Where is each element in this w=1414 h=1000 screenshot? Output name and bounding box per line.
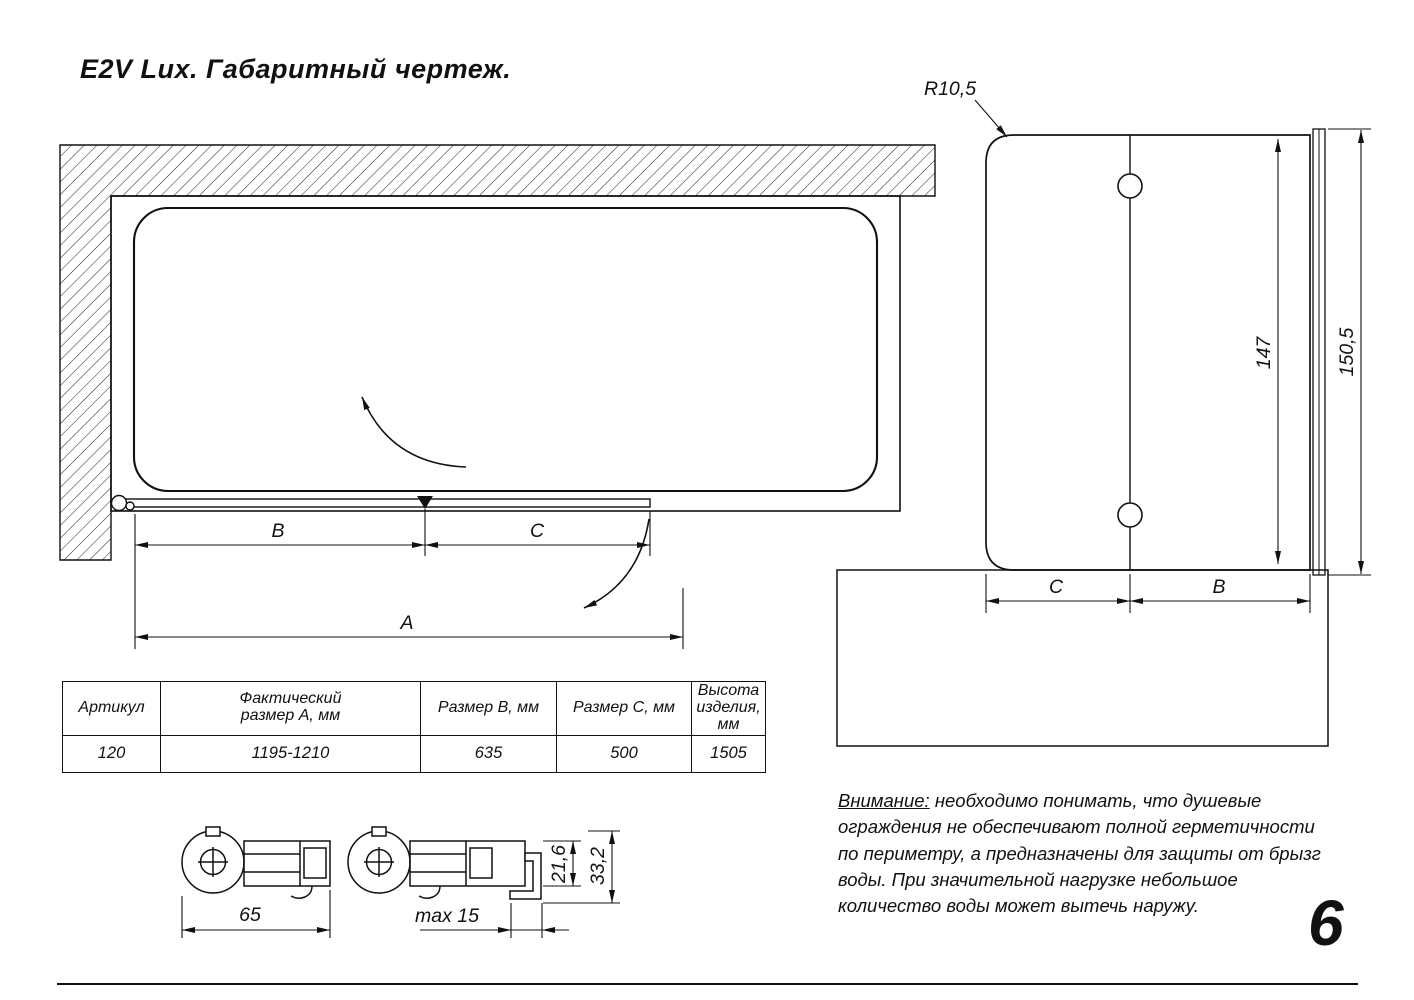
bottom-rule (57, 983, 1358, 985)
profile-section-2 (347, 826, 542, 900)
cell-article: 120 (62, 734, 161, 773)
profile-outer-height-label: 33,2 (587, 847, 609, 885)
bathtub-outline (110, 195, 901, 512)
radius-label: R10,5 (924, 78, 976, 100)
total-height-label: 150,5 (1336, 327, 1358, 376)
profile-section-1 (181, 826, 331, 899)
spec-table-header-row: Артикул Фактический размер А, мм Размер … (62, 681, 766, 736)
dim-label-b-top: B (271, 520, 284, 542)
profile-inner-height-label: 21,6 (548, 845, 570, 884)
profile-max-gap-label: max 15 (415, 905, 479, 927)
col-header-size-a: Фактический размер А, мм (160, 681, 421, 736)
spec-table: Артикул Фактический размер А, мм Размер … (62, 681, 766, 773)
door-swing-arc-inner (361, 396, 467, 468)
col-header-article: Артикул (62, 681, 161, 736)
hinge-symbol (417, 496, 433, 509)
bathtub-basin (132, 206, 879, 493)
warning-note: Внимание: необходимо понимать, что душев… (838, 788, 1330, 919)
cell-size-a: 1195-1210 (160, 734, 421, 773)
profile-width-label: 65 (239, 904, 261, 926)
col-header-size-c: Размер С, мм (556, 681, 692, 736)
warning-text: необходимо понимать, что душевые огражде… (838, 790, 1321, 917)
cell-height: 1505 (691, 734, 766, 773)
drawing-title: E2V Lux. Габаритный чертеж. (80, 54, 512, 84)
col-header-height: Высота изделия, мм (691, 681, 766, 736)
door-swing-arc-outer (583, 518, 650, 609)
warning-label: Внимание: (838, 790, 930, 811)
top-view (59, 144, 936, 609)
top-view-dimensions (134, 509, 684, 649)
screen-glass-top (112, 498, 651, 508)
dim-label-c-top: C (530, 520, 545, 542)
cell-size-c: 500 (556, 734, 692, 773)
dim-label-a-top: A (399, 612, 413, 634)
hinge-top (1117, 173, 1143, 199)
spec-table-data-row: 120 1195-1210 635 500 1505 (62, 734, 766, 773)
col-header-size-b: Размер В, мм (420, 681, 557, 736)
wall-profile-knob-small (125, 501, 135, 511)
glass-height-label: 147 (1253, 336, 1275, 370)
page-number: 6 (1308, 887, 1344, 959)
profile-dimensions (181, 830, 620, 938)
cell-size-b: 635 (420, 734, 557, 773)
dim-label-b-front: B (1212, 576, 1225, 598)
front-view (836, 128, 1329, 747)
hinge-bottom (1117, 502, 1143, 528)
wall-profile-knob (110, 494, 128, 512)
bath-front-outline (836, 569, 1329, 747)
hook-profile (509, 852, 542, 900)
front-view-dimensions (974, 99, 1371, 613)
dim-label-c-front: C (1049, 576, 1064, 598)
radius-leader (974, 99, 1008, 138)
